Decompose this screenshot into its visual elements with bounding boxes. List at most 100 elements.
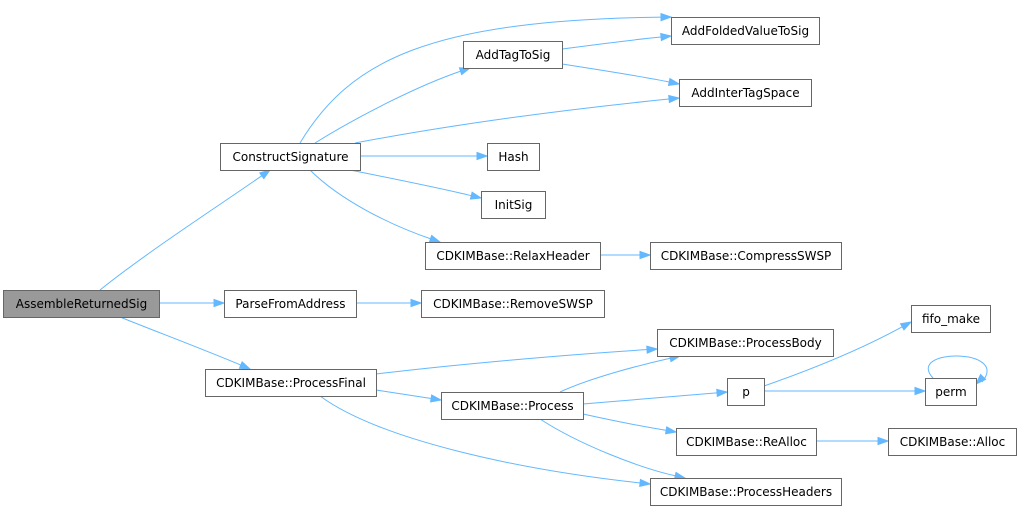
edge-arrowhead: [639, 250, 652, 260]
node-compress[interactable]: CDKIMBase::CompressSWSP: [650, 242, 842, 270]
edge-assemble-to-procfinal: [119, 316, 252, 370]
edge-construct-to-addfolded: [299, 12, 673, 144]
edge-line: [763, 325, 904, 387]
node-box: [487, 143, 540, 171]
edge-process-to-realloc: [582, 413, 678, 435]
edge-p-to-fifo: [763, 321, 913, 387]
edge-line: [99, 174, 263, 291]
edge-arrowhead: [660, 12, 673, 22]
edge-arrowhead: [213, 298, 226, 308]
edge-line: [375, 349, 649, 375]
node-procfinal[interactable]: CDKIMBase::ProcessFinal: [205, 369, 377, 397]
node-remove[interactable]: CDKIMBase::RemoveSWSP: [421, 290, 605, 318]
node-box: [671, 17, 820, 45]
node-addtag[interactable]: AddTagToSig: [463, 41, 563, 69]
node-label: InitSig: [495, 198, 533, 212]
edge-arrowhead: [258, 169, 272, 180]
edge-line: [314, 70, 462, 144]
node-box: [657, 329, 834, 357]
node-box: [727, 378, 765, 406]
edge-process-to-p: [582, 388, 729, 405]
edge-procfinal-to-procbody: [375, 345, 659, 375]
node-label: CDKIMBase::Process: [451, 399, 573, 413]
edge-arrowhead: [639, 478, 652, 488]
edge-arrowhead: [667, 77, 681, 87]
node-label: p: [742, 385, 750, 399]
edge-arrowhead: [646, 345, 659, 354]
edge-line: [561, 63, 671, 83]
node-box: [650, 478, 842, 506]
node-box: [481, 191, 546, 219]
edge-arrowhead: [476, 151, 489, 161]
node-addfolded[interactable]: AddFoldedValueToSig: [671, 17, 820, 45]
edge-construct-to-addinter: [354, 94, 681, 144]
node-process[interactable]: CDKIMBase::Process: [441, 392, 584, 420]
call-graph-edges: [99, 12, 988, 488]
node-box: [205, 369, 377, 397]
node-perm[interactable]: perm: [925, 378, 977, 406]
node-box: [925, 378, 977, 406]
node-parse[interactable]: ParseFromAddress: [224, 290, 357, 318]
node-fifo[interactable]: fifo_make: [911, 305, 991, 333]
node-label: fifo_make: [922, 312, 980, 326]
edge-process-to-procbody: [559, 354, 682, 393]
edge-realloc-to-alloc: [816, 436, 890, 446]
node-p[interactable]: p: [727, 378, 765, 406]
edge-relax-to-compress: [600, 250, 652, 260]
edge-arrowhead: [974, 373, 987, 386]
edge-arrowhead: [664, 426, 678, 435]
edge-arrowhead: [914, 386, 927, 396]
node-box: [679, 79, 812, 107]
edge-arrowhead: [428, 234, 442, 243]
node-label: AddTagToSig: [476, 48, 551, 62]
node-box: [441, 392, 584, 420]
edge-construct-to-relax: [309, 169, 442, 243]
node-label: Hash: [498, 150, 528, 164]
call-graph-nodes: AssembleReturnedSig ConstructSignaturePar…: [3, 17, 1017, 506]
edge-line: [927, 355, 988, 383]
node-alloc[interactable]: CDKIMBase::Alloc: [888, 428, 1017, 456]
node-label: CDKIMBase::Alloc: [900, 435, 1006, 449]
edge-line: [561, 36, 663, 50]
node-assemble: AssembleReturnedSig: [3, 290, 160, 318]
node-label: CDKIMBase::ProcessFinal: [216, 376, 366, 390]
node-box: [911, 305, 991, 333]
node-box: [676, 428, 817, 456]
node-label: ConstructSignature: [232, 150, 348, 164]
node-box: [220, 143, 361, 171]
edge-line: [375, 389, 433, 400]
edge-parse-to-remove: [356, 298, 423, 308]
edge-addtag-to-addfolded: [561, 32, 673, 50]
node-box: [224, 290, 357, 318]
edge-arrowhead: [429, 394, 443, 403]
edge-arrowhead: [716, 388, 729, 398]
node-box: [425, 242, 601, 270]
node-box: [421, 290, 605, 318]
edge-arrowhead: [668, 94, 681, 104]
edge-line: [539, 418, 677, 477]
edge-arrowhead: [877, 436, 890, 446]
edge-procfinal-to-procheaders: [319, 395, 652, 488]
edge-p-to-perm: [764, 386, 927, 396]
node-hash[interactable]: Hash: [487, 143, 540, 171]
node-procbody[interactable]: CDKIMBase::ProcessBody: [657, 329, 834, 357]
edge-procfinal-to-process: [375, 389, 443, 403]
node-addinter[interactable]: AddInterTagSpace: [679, 79, 812, 107]
edge-line: [559, 357, 672, 393]
node-realloc[interactable]: CDKIMBase::ReAlloc: [676, 428, 817, 456]
edge-arrowhead: [899, 321, 913, 331]
node-label: CDKIMBase::ProcessBody: [669, 336, 822, 350]
edge-line: [119, 316, 242, 366]
edge-line: [309, 169, 432, 240]
edge-construct-to-initsig: [349, 169, 483, 200]
edge-assemble-to-parse: [159, 298, 226, 308]
node-procheaders[interactable]: CDKIMBase::ProcessHeaders: [650, 478, 842, 506]
node-initsig[interactable]: InitSig: [481, 191, 546, 219]
edge-process-to-procheaders: [539, 418, 687, 480]
edge-arrowhead: [410, 298, 423, 308]
node-label: ParseFromAddress: [235, 297, 345, 311]
node-label: AssembleReturnedSig: [16, 297, 148, 311]
edge-line: [319, 395, 642, 484]
node-relax[interactable]: CDKIMBase::RelaxHeader: [425, 242, 601, 270]
node-construct[interactable]: ConstructSignature: [220, 143, 361, 171]
